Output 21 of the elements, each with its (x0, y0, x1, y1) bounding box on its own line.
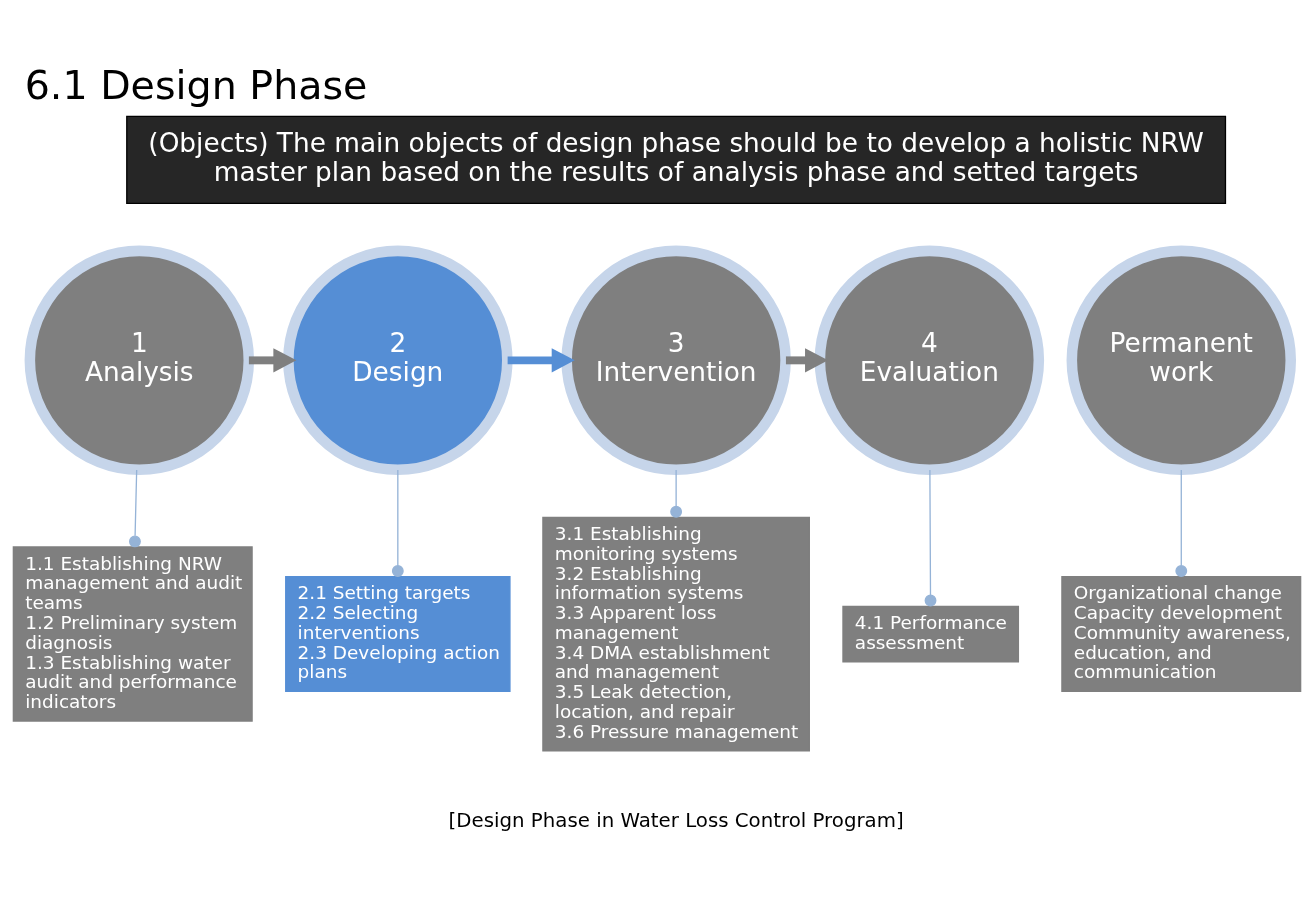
label: (Objects) The main objects of design phase should be to develop a holistic NRW master plan based on the results of analysis phase and setted targets (148, 127, 1204, 187)
arrow (507, 348, 575, 373)
node-circle: 2 Design (283, 245, 513, 476)
connector (924, 469, 937, 607)
diagram-title: 6.1 Design Phase (24, 62, 368, 109)
node-circle: 4 Evaluation (814, 245, 1045, 476)
node-circle: 3 Intervention (561, 245, 791, 476)
arrow (785, 348, 829, 373)
connector (129, 469, 141, 548)
connector (391, 469, 404, 577)
node-box: 4.1 Performance assessment (842, 605, 1020, 663)
connector (1175, 469, 1188, 577)
caption: [Design Phase in Water Loss Control Program] (448, 808, 904, 832)
node-box: 3.1 Establishing monitoring systems 3.2 Establishing information systems 3.3 Apparent loss management 3.4 DMA establishment and management 3.5 Leak detection, location, and repair 3.6 Pressure management (542, 516, 810, 752)
node-box: 1.1 Establishing NRW management and audit teams 1.2 Preliminary system diagnosis 1.3 Establishing water audit and performance indicators (12, 546, 253, 722)
node-box: Organizational change Capacity development Community awareness, education, and communication (1061, 576, 1302, 693)
node-box: 2.1 Setting targets 2.2 Selecting interventions 2.3 Developing action plans (285, 576, 511, 693)
node-circle: 1 Analysis (24, 245, 255, 476)
node-circle: Permanent work (1066, 245, 1297, 476)
connector (670, 469, 683, 518)
arrow (248, 348, 297, 373)
